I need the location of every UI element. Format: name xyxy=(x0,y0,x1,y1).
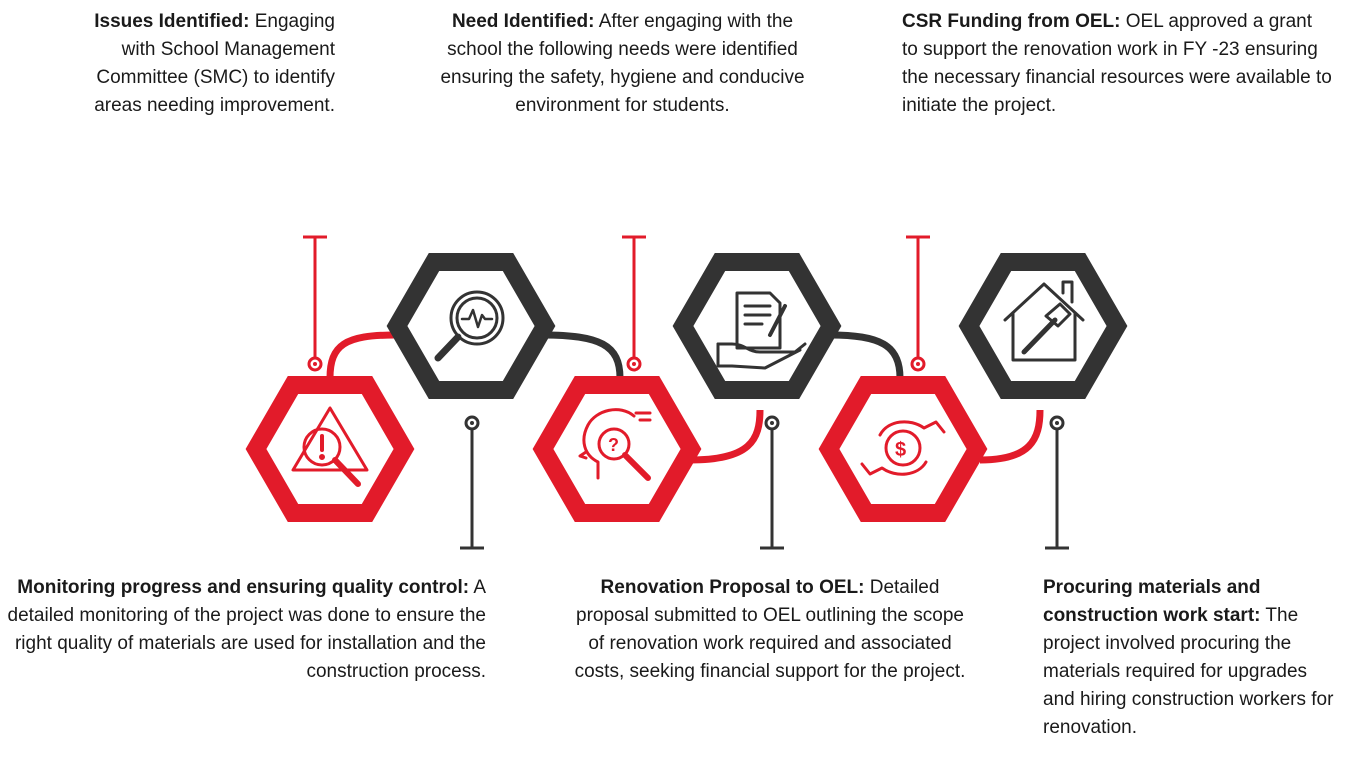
step-need-title: Need Identified: xyxy=(451,11,595,32)
step-proposal-text: Renovation Proposal to OEL: Detailed pro… xyxy=(570,574,970,686)
step-proposal-body: Detailed proposal submitted to OEL outli… xyxy=(574,577,966,682)
step-csr-text: CSR Funding from OEL: OEL approved a gra… xyxy=(902,8,1332,120)
hex-house xyxy=(958,253,1128,399)
step-need-text: Need Identified: After engaging with the… xyxy=(440,8,805,120)
connector-5 xyxy=(979,409,1044,464)
step-issues-body: Engaging with School Management Committe… xyxy=(94,11,335,116)
step-procure-body: The project involved procuring the mater… xyxy=(1043,605,1334,738)
connector-3 xyxy=(689,409,764,464)
hex-idea xyxy=(532,376,702,522)
step-issues-text: Issues Identified: Engaging with School … xyxy=(60,8,335,120)
pin-monitor xyxy=(460,415,484,550)
step-monitor-text: Monitoring progress and ensuring quality… xyxy=(0,574,486,686)
hex-money xyxy=(818,376,988,522)
step-csr-title: CSR Funding from OEL: xyxy=(902,11,1121,32)
pin-procure xyxy=(1045,415,1069,550)
pin-issues xyxy=(303,235,327,372)
step-procure-text: Procuring materials and construction wor… xyxy=(1043,574,1343,742)
step-issues-title: Issues Identified: xyxy=(94,11,250,32)
pin-csr xyxy=(906,235,930,372)
step-monitor-title: Monitoring progress and ensuring quality… xyxy=(17,577,470,598)
warning-magnifier-icon xyxy=(291,406,369,487)
step-procure-title: Procuring materials and construction wor… xyxy=(1043,577,1261,626)
step-proposal-title: Renovation Proposal to OEL: xyxy=(600,577,865,598)
house-hammer-icon xyxy=(1003,280,1085,362)
step-monitor-body: A detailed monitoring of the project was… xyxy=(7,577,486,682)
document-hand-icon xyxy=(716,291,807,370)
svg-text:$: $ xyxy=(895,439,906,461)
svg-text:?: ? xyxy=(608,435,619,455)
idea-head-icon: ? xyxy=(578,408,652,481)
money-exchange-icon: $ xyxy=(860,420,946,476)
connector-1 xyxy=(326,331,396,379)
magnifier-pulse-icon xyxy=(434,290,505,362)
connector-4 xyxy=(829,331,904,379)
connector-2 xyxy=(542,331,624,379)
connectors xyxy=(326,331,1044,464)
hex-need xyxy=(386,253,556,399)
hexagons xyxy=(245,253,1128,522)
hex-document xyxy=(672,253,842,399)
step-csr-body: OEL approved a grant to support the reno… xyxy=(902,11,1332,116)
hex-issues xyxy=(245,376,415,522)
step-need-body: After engaging with the school the follo… xyxy=(440,11,805,116)
pin-need xyxy=(622,235,646,372)
pin-proposal xyxy=(760,415,784,550)
